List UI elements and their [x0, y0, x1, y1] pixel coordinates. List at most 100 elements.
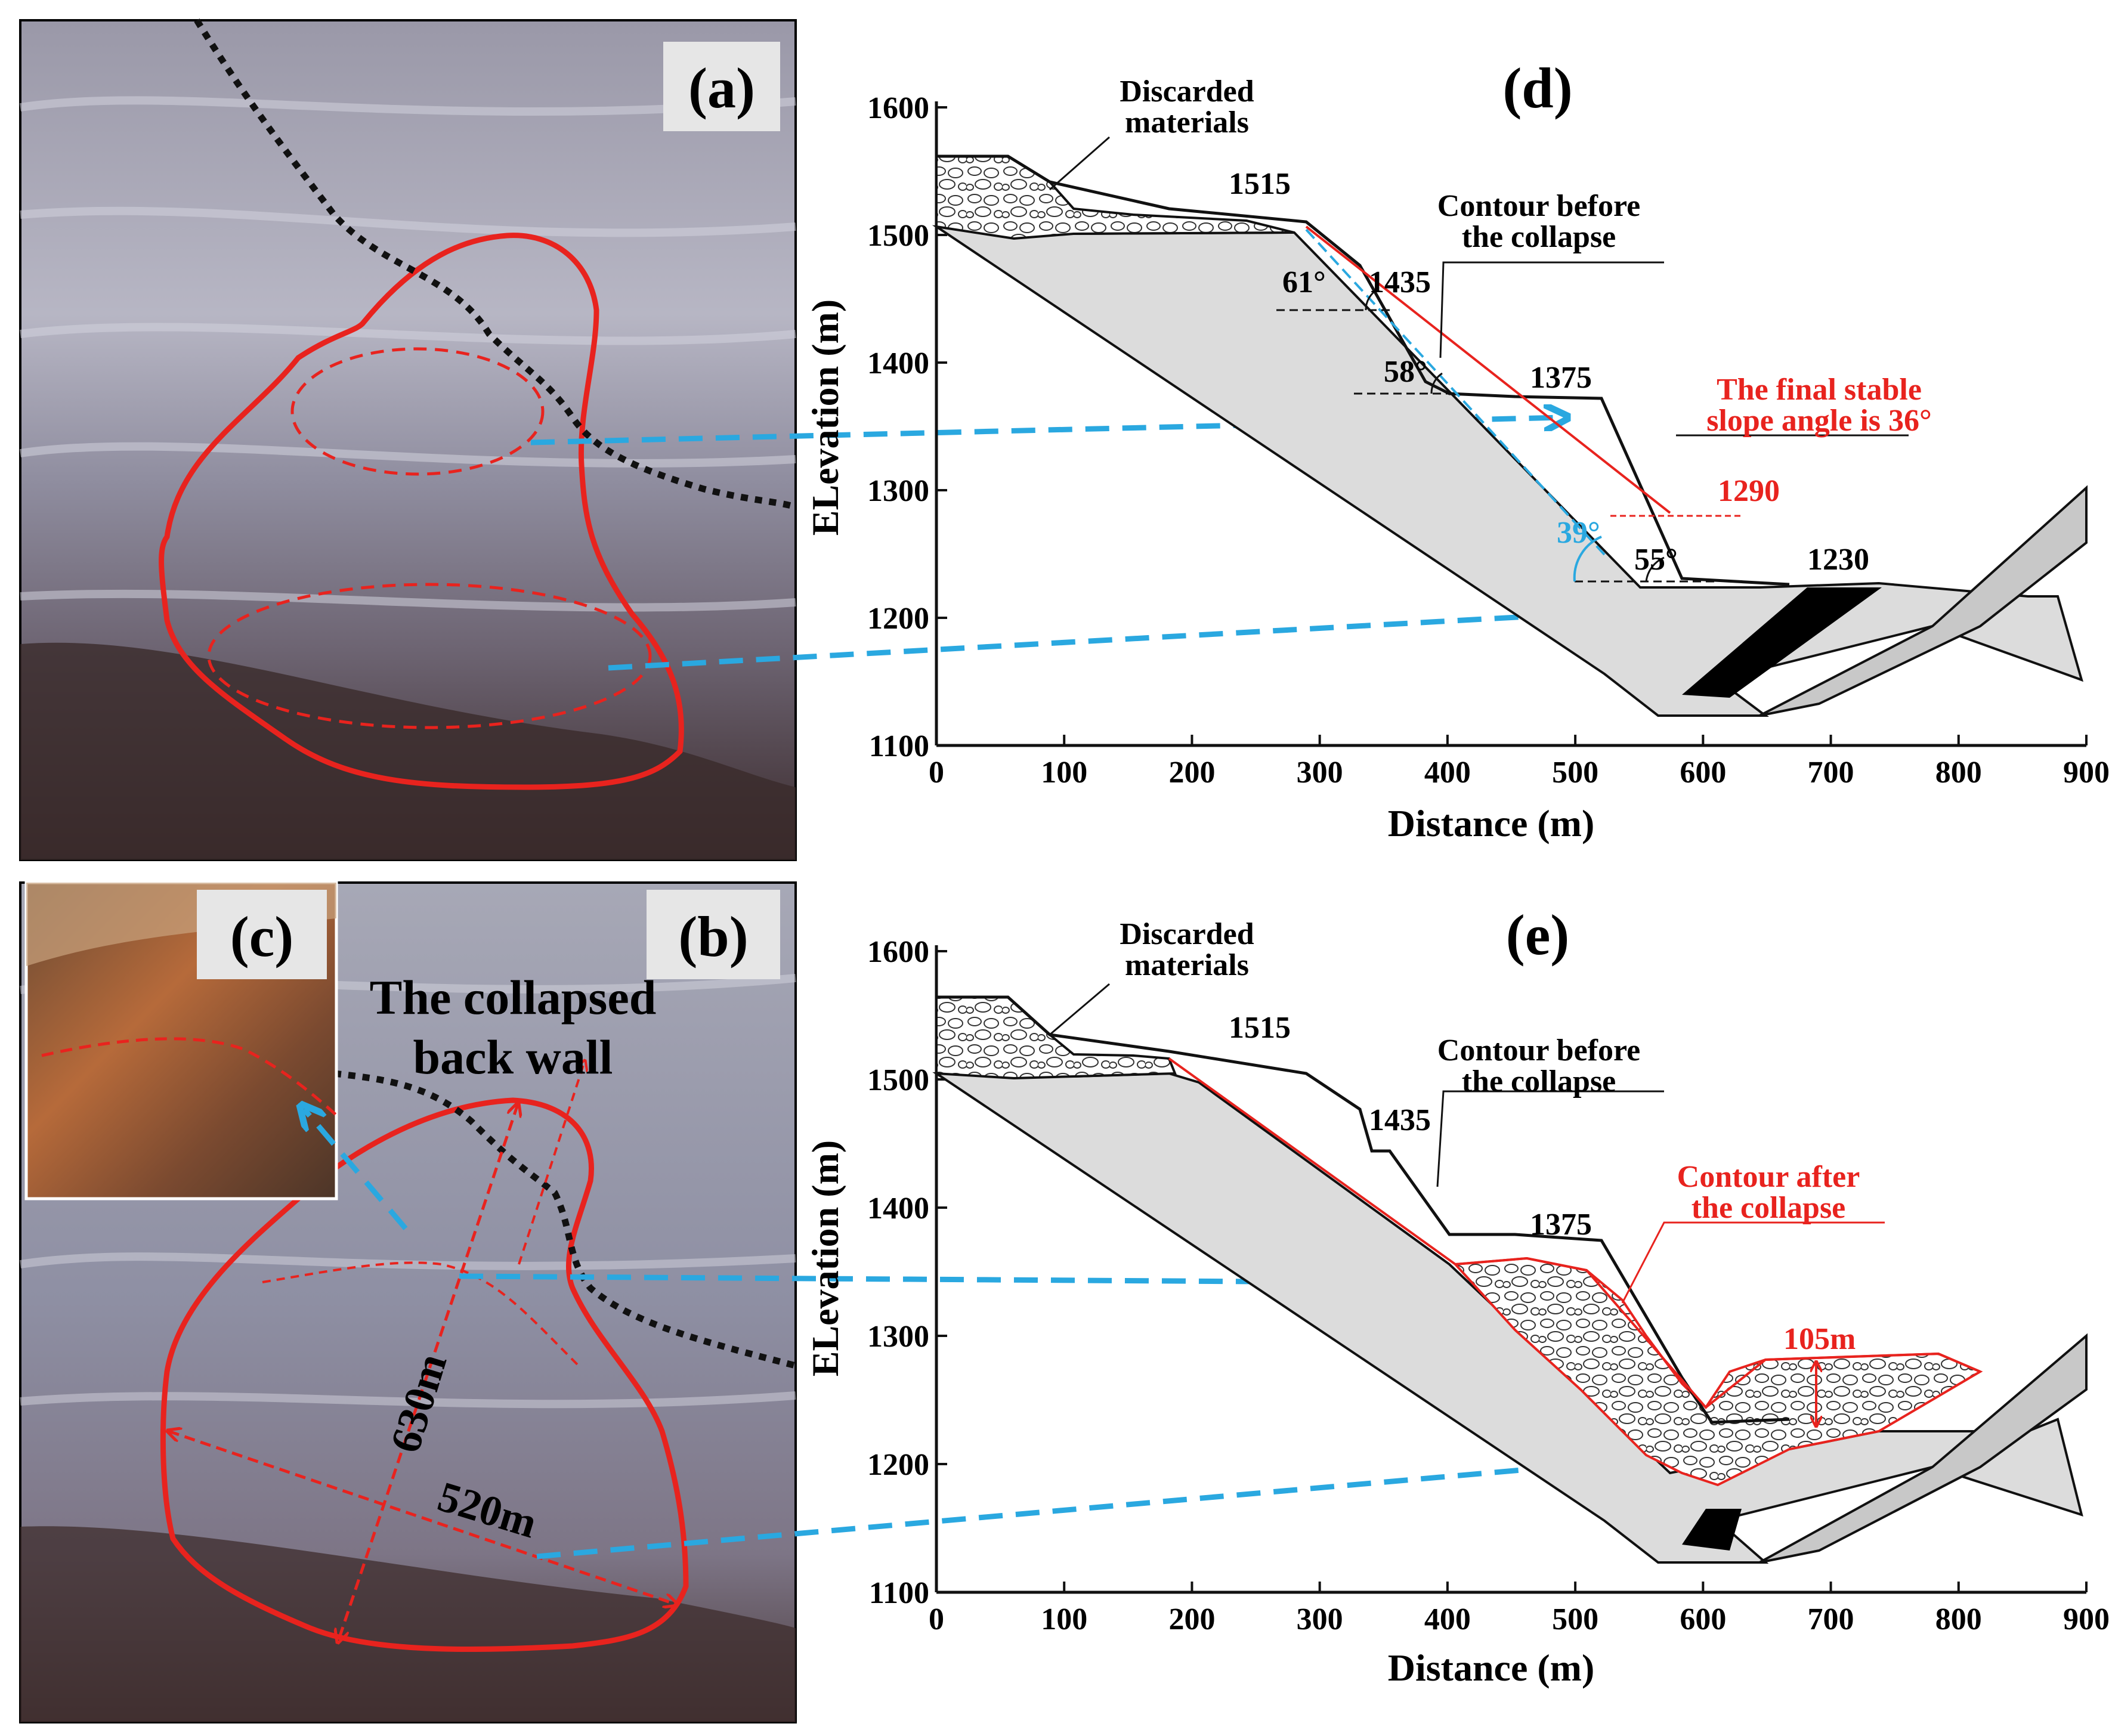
y-tick-label: 1600 — [867, 935, 929, 969]
angle-55-label: 55° — [1634, 543, 1678, 577]
panel-c: (c) — [24, 881, 338, 1200]
slide-boundary-b — [160, 1097, 689, 1653]
x-tick-label: 0 — [929, 756, 944, 790]
x-tick-label: 500 — [1552, 1602, 1598, 1636]
panel-a: (a) — [19, 18, 797, 861]
label-box-c — [197, 890, 327, 979]
contour-after-e — [1168, 1057, 1981, 1409]
leaders-d — [1049, 136, 1909, 437]
after-e-1: Contour after — [1677, 1160, 1860, 1194]
x-tick-label: 900 — [2063, 756, 2110, 790]
discarded-d-2: materials — [1125, 106, 1249, 140]
discarded-e-1: Discarded — [1120, 917, 1254, 951]
y-tick-label: 1200 — [867, 602, 929, 636]
discarded-d-1: Discarded — [1120, 75, 1254, 109]
x-tick-label: 200 — [1168, 756, 1215, 790]
elev-1435-d: 1435 — [1369, 265, 1431, 299]
angle-arc-55 — [1645, 556, 1665, 582]
angle-39-label: 39° — [1557, 516, 1600, 550]
contour-e-1: Contour before — [1437, 1033, 1640, 1067]
collapse-line-c — [41, 1037, 338, 1116]
angle-61-label: 61° — [1282, 265, 1326, 299]
xlabel-e: Distance (m) — [1388, 1647, 1595, 1689]
y-tick-label: 1400 — [867, 1192, 929, 1226]
link-arrow-wall-b — [304, 1109, 408, 1230]
lower-ellipse-a — [207, 583, 652, 729]
discarded-e-2: materials — [1125, 948, 1249, 982]
back-wall-dash-2 — [262, 1261, 580, 1367]
collapsed-wall-line2: back wall — [413, 1030, 613, 1084]
xlabel-d: Distance (m) — [1388, 802, 1595, 844]
back-wall-dash-1 — [518, 1062, 585, 1265]
contour-d-1: Contour before — [1437, 189, 1640, 223]
upper-ellipse-a — [290, 347, 545, 476]
panel-label-e: (e) — [1506, 903, 1570, 967]
pit-boundary-b — [333, 1070, 797, 1369]
thickness-label: 105m — [1783, 1322, 1856, 1356]
bedrock-right-e — [1759, 1333, 2088, 1564]
bedrock-right-d — [1759, 485, 2088, 717]
elev-1515-e: 1515 — [1229, 1011, 1291, 1045]
x-tick-label: 600 — [1680, 1602, 1726, 1636]
x-tick-label: 300 — [1297, 1602, 1343, 1636]
link-arrow-lower-a — [608, 599, 1837, 671]
label-box-b — [647, 890, 780, 979]
contour-d-2: the collapse — [1462, 220, 1616, 254]
y-tick-label: 1500 — [867, 1063, 929, 1097]
dark-layer-e — [1682, 1509, 1742, 1551]
collapsed-wall-line1: The collapsed — [370, 970, 657, 1025]
y-tick-label: 1600 — [867, 91, 929, 125]
width-dim-line — [169, 1431, 676, 1604]
y-tick-label: 1500 — [867, 219, 929, 253]
dark-pit-floor — [20, 642, 796, 860]
x-tick-label: 800 — [1935, 756, 1982, 790]
panel-label-c: (c) — [230, 905, 294, 968]
elev-1435-e: 1435 — [1369, 1103, 1431, 1137]
terrain-texture — [19, 96, 796, 612]
x-tick-label: 500 — [1552, 756, 1598, 790]
x-tick-label: 100 — [1041, 1602, 1087, 1636]
pit-boundary-a — [194, 18, 797, 510]
angle-arc-39 — [1573, 536, 1602, 582]
final-d-1: The final stable — [1717, 373, 1922, 407]
x-tick-label: 900 — [2063, 1602, 2110, 1636]
y-tick-label: 1100 — [869, 729, 929, 763]
x-tick-label: 700 — [1808, 756, 1854, 790]
ylabel-e: ELevation (m) — [804, 1140, 846, 1376]
dark-layer-d — [1682, 587, 1882, 698]
slide-boundary-a — [159, 233, 684, 790]
leaders-e — [1049, 983, 1664, 1187]
contour-before-e — [936, 995, 1790, 1424]
contour-e-2: the collapse — [1462, 1065, 1616, 1098]
y-tick-label: 1300 — [867, 1320, 929, 1354]
elev-1230-d: 1230 — [1807, 543, 1869, 577]
x-tick-label: 0 — [929, 1602, 944, 1636]
x-tick-label: 700 — [1808, 1602, 1854, 1636]
final-stable-line — [1305, 225, 1671, 514]
leader-after-e — [1621, 1221, 1885, 1304]
panel-label-b: (b) — [678, 905, 748, 968]
x-tick-label: 600 — [1680, 756, 1726, 790]
elev-1515-d: 1515 — [1229, 167, 1291, 201]
y-tick-label: 1200 — [867, 1448, 929, 1482]
angle-arc-61 — [1365, 288, 1378, 311]
y-tick-label: 1100 — [869, 1576, 929, 1610]
panel-label-a: (a) — [688, 56, 755, 120]
x-tick-label: 100 — [1041, 756, 1087, 790]
dashed-39-line — [1305, 228, 1606, 556]
ylabel-d: ELevation (m) — [804, 299, 846, 536]
elev-1290-d: 1290 — [1718, 474, 1780, 508]
panel-label-d: (d) — [1502, 56, 1572, 120]
x-tick-label: 800 — [1935, 1602, 1982, 1636]
y-tick-label: 1400 — [867, 346, 929, 380]
x-tick-label: 200 — [1168, 1602, 1215, 1636]
y-tick-label: 1300 — [867, 474, 929, 508]
elev-1375-e: 1375 — [1530, 1208, 1592, 1242]
label-box-a — [663, 42, 780, 131]
discarded-materials-e — [935, 996, 1177, 1080]
elev-1375-d: 1375 — [1530, 361, 1592, 395]
